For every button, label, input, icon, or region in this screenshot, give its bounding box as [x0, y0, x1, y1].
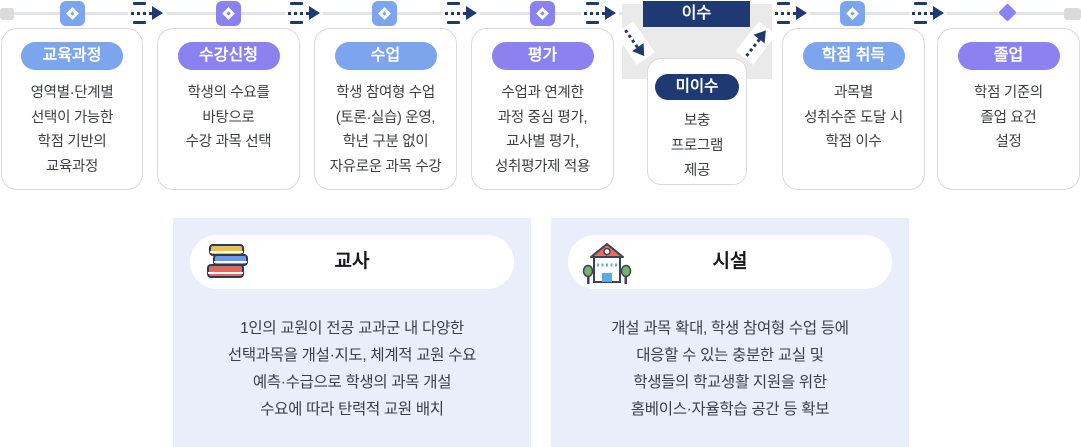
arrow-right-icon	[772, 2, 810, 24]
facility-panel-title: 시설	[712, 251, 748, 272]
diamond-node-icon	[840, 1, 865, 26]
arrow-right-icon	[128, 2, 166, 24]
arrow-right-icon	[909, 2, 947, 24]
step-description: 학점 기준의 졸업 요건 설정	[974, 85, 1043, 150]
teacher-panel-header: 교사	[190, 235, 514, 289]
facility-panel-body: 개설 과목 확대, 학생 참여형 수업 등에 대응할 수 있는 충분한 교실 및…	[611, 320, 849, 418]
teacher-panel: 교사 1인의 교원이 전공 교과군 내 다양한 선택과목을 개설·지도, 체계적…	[173, 218, 531, 447]
timeline-start-cap	[0, 8, 14, 20]
step-description: 학생의 수요를 바탕으로 수강 과목 선택	[185, 85, 272, 150]
diamond-end-icon	[998, 3, 1017, 22]
pass-box: 이수	[643, 1, 750, 27]
diamond-node-icon	[372, 1, 397, 26]
step-badge: 졸업	[957, 42, 1060, 70]
facility-panel-header: 시설	[568, 235, 892, 289]
step-card-curriculum: 교육과정 영역별·단계별 선택이 가능한 학점 기반의 교육과정	[1, 28, 143, 190]
diamond-node-icon	[60, 1, 85, 26]
step-badge: 학점 취득	[802, 42, 905, 70]
books-icon	[207, 244, 248, 278]
arrow-right-icon	[442, 2, 480, 24]
step-description: 영역별·단계별 선택이 가능한 학점 기반의 교육과정	[30, 85, 114, 175]
timeline-end-cap	[1064, 8, 1081, 20]
arrow-right-icon	[285, 2, 323, 24]
step-card-evaluation: 평가 수업과 연계한 과정 중심 평가, 교사별 평가, 성취평가제 적용	[471, 28, 614, 190]
fail-badge: 미이수	[655, 74, 739, 100]
school-icon	[582, 243, 632, 284]
arrow-right-icon	[581, 2, 619, 24]
fail-card: 미이수 보충 프로그램 제공	[647, 58, 747, 185]
step-card-enrollment: 수강신청 학생의 수요를 바탕으로 수강 과목 선택	[157, 28, 300, 190]
facility-panel: 시설 개설 과목 확대, 학생 참여형 수업 등에 대응할 수 있는 충분한 교…	[551, 218, 909, 447]
step-badge: 수강신청	[177, 42, 280, 70]
teacher-panel-body: 1인의 교원이 전공 교과군 내 다양한 선택과목을 개설·지도, 체계적 교원…	[227, 320, 477, 418]
step-description: 학생 참여형 수업 (토론·실습) 운영, 학년 구분 없이 자유로운 과목 수…	[329, 85, 442, 175]
teacher-panel-title: 교사	[334, 251, 370, 272]
fail-description: 보충 프로그램 제공	[670, 113, 724, 179]
step-badge: 교육과정	[21, 42, 123, 70]
step-description: 과목별 성취수준 도달 시 학점 이수	[804, 85, 903, 150]
step-badge: 수업	[334, 42, 437, 70]
step-description: 수업과 연계한 과정 중심 평가, 교사별 평가, 성취평가제 적용	[494, 85, 590, 175]
step-badge: 평가	[491, 42, 594, 70]
step-card-class: 수업 학생 참여형 수업 (토론·실습) 운영, 학년 구분 없이 자유로운 과…	[314, 28, 457, 190]
step-card-credit: 학점 취득 과목별 성취수준 도달 시 학점 이수	[782, 28, 925, 190]
diamond-node-icon	[216, 1, 241, 26]
step-card-graduation: 졸업 학점 기준의 졸업 요건 설정	[937, 28, 1080, 190]
diamond-node-icon	[530, 1, 555, 26]
